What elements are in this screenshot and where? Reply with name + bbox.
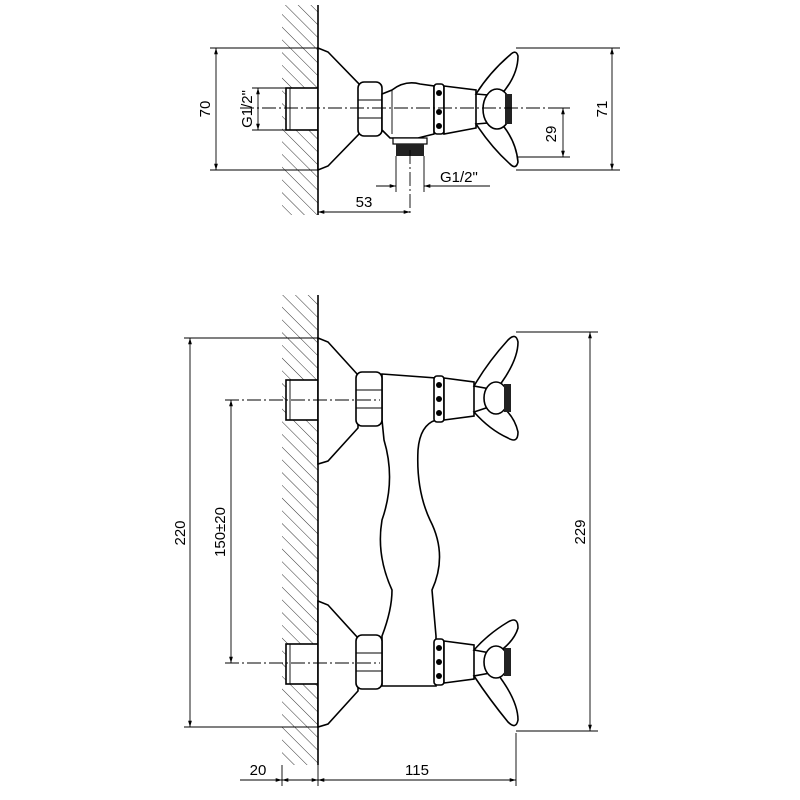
dim-depth-outlet: 53: [318, 194, 410, 214]
dim-handle-offset: 29: [518, 107, 570, 158]
hex-nut-top: [357, 81, 383, 137]
front-view: 220 150±20 229 20 115: [172, 295, 598, 786]
escutcheon-lower: [317, 599, 359, 729]
dim-overall-wall: 220: [172, 337, 318, 728]
dim-thread-inlet: G1/2": [239, 87, 290, 131]
escutcheon-top: [317, 46, 361, 172]
dim-height-handle: 71: [516, 47, 620, 171]
cross-handle-top[interactable]: [474, 51, 519, 168]
mixer-body-front: [379, 373, 441, 687]
cross-handle-lower[interactable]: [472, 619, 519, 727]
dim-wall-offset-label: 20: [250, 762, 267, 779]
wall-hatch-front: [282, 295, 318, 765]
valve-collar-lower: [433, 638, 475, 686]
valve-collar-top: [433, 83, 477, 135]
dim-handle-offset-label: 29: [543, 126, 560, 143]
dim-wall-offset: 20: [240, 730, 319, 786]
cross-handle-upper[interactable]: [472, 335, 519, 441]
dim-outlet-thread: G1/2": [376, 156, 490, 192]
inlet-pipe-lower: [285, 643, 319, 685]
dim-depth-outlet-label: 53: [356, 194, 373, 211]
valve-collar-upper: [433, 375, 475, 423]
mixer-body-top: [381, 82, 435, 139]
escutcheon-upper: [317, 336, 359, 466]
dim-height-handle-label: 71: [594, 101, 611, 118]
dim-height-wall: 70: [197, 47, 318, 171]
dim-overall-handles-label: 229: [572, 519, 589, 544]
dim-center-distance-label: 150±20: [212, 507, 229, 557]
top-view: 70 G1/2" 71 29: [197, 5, 620, 215]
dim-overall-wall-label: 220: [172, 520, 189, 545]
dim-center-distance: 150±20: [212, 400, 233, 663]
hex-nut-upper: [355, 371, 383, 427]
dim-projection: 115: [318, 733, 517, 786]
dim-overall-handles: 229: [516, 331, 598, 732]
hex-nut-lower: [355, 634, 383, 690]
dim-thread-inlet-label: G1/2": [239, 90, 256, 128]
dim-height-wall-label: 70: [197, 101, 214, 118]
inlet-pipe-top: [285, 87, 319, 131]
dim-outlet-thread-label: G1/2": [440, 169, 478, 186]
dim-projection-label: 115: [405, 762, 429, 779]
